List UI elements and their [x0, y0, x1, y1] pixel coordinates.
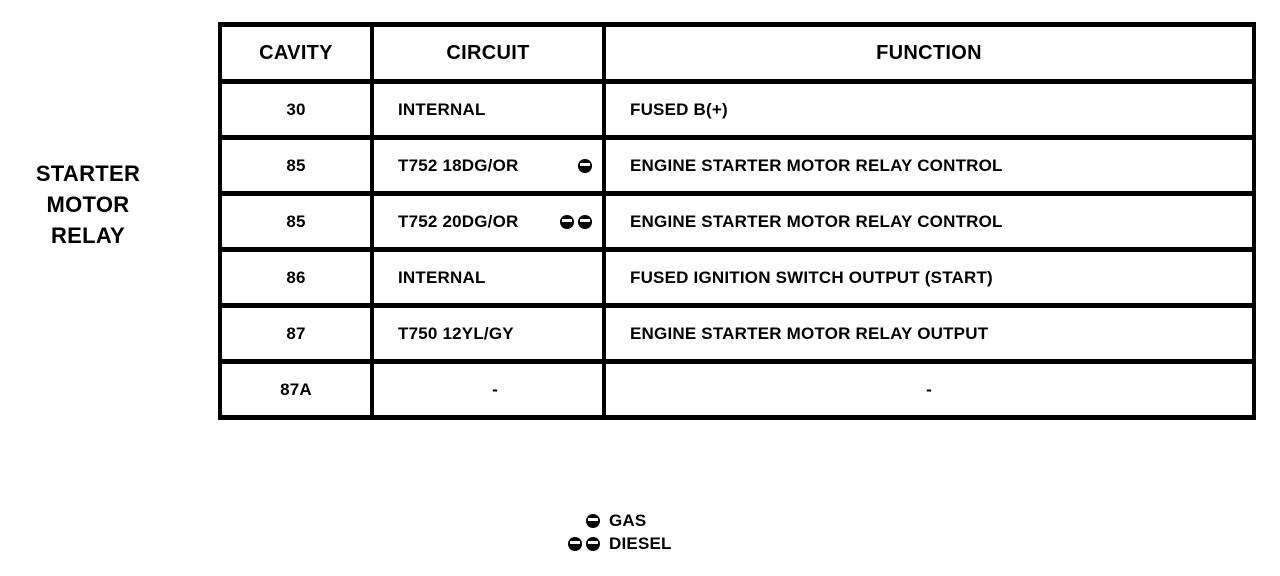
cavity-cell: 30: [218, 79, 374, 140]
component-label: STARTER MOTOR RELAY: [22, 158, 154, 251]
header-function: FUNCTION: [602, 22, 1256, 84]
table-row: 85 T752 18DG/OR ENGINE STARTER MOTOR REL…: [218, 135, 1256, 196]
gas-diesel-mark-icon: [586, 536, 600, 551]
circuit-cell: INTERNAL: [370, 247, 606, 308]
component-label-line: MOTOR: [46, 192, 130, 217]
function-cell: FUSED B(+): [602, 79, 1256, 140]
function-cell: ENGINE STARTER MOTOR RELAY OUTPUT: [602, 303, 1256, 364]
cavity-cell: 85: [218, 135, 374, 196]
option-marks: [574, 158, 592, 173]
component-label-line: STARTER: [35, 161, 141, 186]
circuit-text: T752 18DG/OR: [398, 155, 519, 175]
table-row: 87 T750 12YL/GY ENGINE STARTER MOTOR REL…: [218, 303, 1256, 364]
cavity-cell: 87: [218, 303, 374, 364]
gas-diesel-mark-icon: [560, 214, 574, 229]
function-cell: -: [602, 359, 1256, 420]
cavity-cell: 87A: [218, 359, 374, 420]
function-cell: ENGINE STARTER MOTOR RELAY CONTROL: [602, 135, 1256, 196]
table-row: 86 INTERNAL FUSED IGNITION SWITCH OUTPUT…: [218, 247, 1256, 308]
header-cavity: CAVITY: [218, 22, 374, 84]
legend-label: DIESEL: [609, 533, 672, 553]
circuit-text: INTERNAL: [398, 267, 486, 287]
circuit-cell: T752 18DG/OR: [370, 135, 606, 196]
function-cell: FUSED IGNITION SWITCH OUTPUT (START): [602, 247, 1256, 308]
component-label-line: RELAY: [50, 223, 126, 248]
circuit-text: INTERNAL: [398, 99, 486, 119]
function-cell: ENGINE STARTER MOTOR RELAY CONTROL: [602, 191, 1256, 252]
header-circuit: CIRCUIT: [370, 22, 606, 84]
relay-pinout-table: CAVITY CIRCUIT FUNCTION 30 INTERNAL FUSE…: [218, 22, 1256, 420]
option-marks: [556, 214, 592, 229]
circuit-cell: T750 12YL/GY: [370, 303, 606, 364]
gas-diesel-mark-icon: [578, 158, 592, 173]
table-row: 87A - -: [218, 359, 1256, 420]
circuit-text: -: [492, 379, 498, 399]
table-row: 30 INTERNAL FUSED B(+): [218, 79, 1256, 140]
circuit-text: T750 12YL/GY: [398, 323, 514, 343]
table-row: 85 T752 20DG/OR ENGINE STARTER MOTOR REL…: [218, 191, 1256, 252]
gas-diesel-mark-icon: [578, 214, 592, 229]
legend: GAS DIESEL: [560, 509, 672, 555]
legend-label: GAS: [609, 510, 647, 530]
cavity-cell: 85: [218, 191, 374, 252]
circuit-cell: INTERNAL: [370, 79, 606, 140]
legend-item-diesel: DIESEL: [560, 532, 672, 555]
circuit-cell: -: [370, 359, 606, 420]
cavity-cell: 86: [218, 247, 374, 308]
circuit-cell: T752 20DG/OR: [370, 191, 606, 252]
option-marks: [560, 536, 600, 551]
gas-diesel-mark-icon: [586, 513, 600, 528]
circuit-text: T752 20DG/OR: [398, 211, 519, 231]
option-marks: [560, 513, 600, 528]
table-header-row: CAVITY CIRCUIT FUNCTION: [218, 22, 1256, 84]
gas-diesel-mark-icon: [568, 536, 582, 551]
legend-item-gas: GAS: [560, 509, 672, 532]
